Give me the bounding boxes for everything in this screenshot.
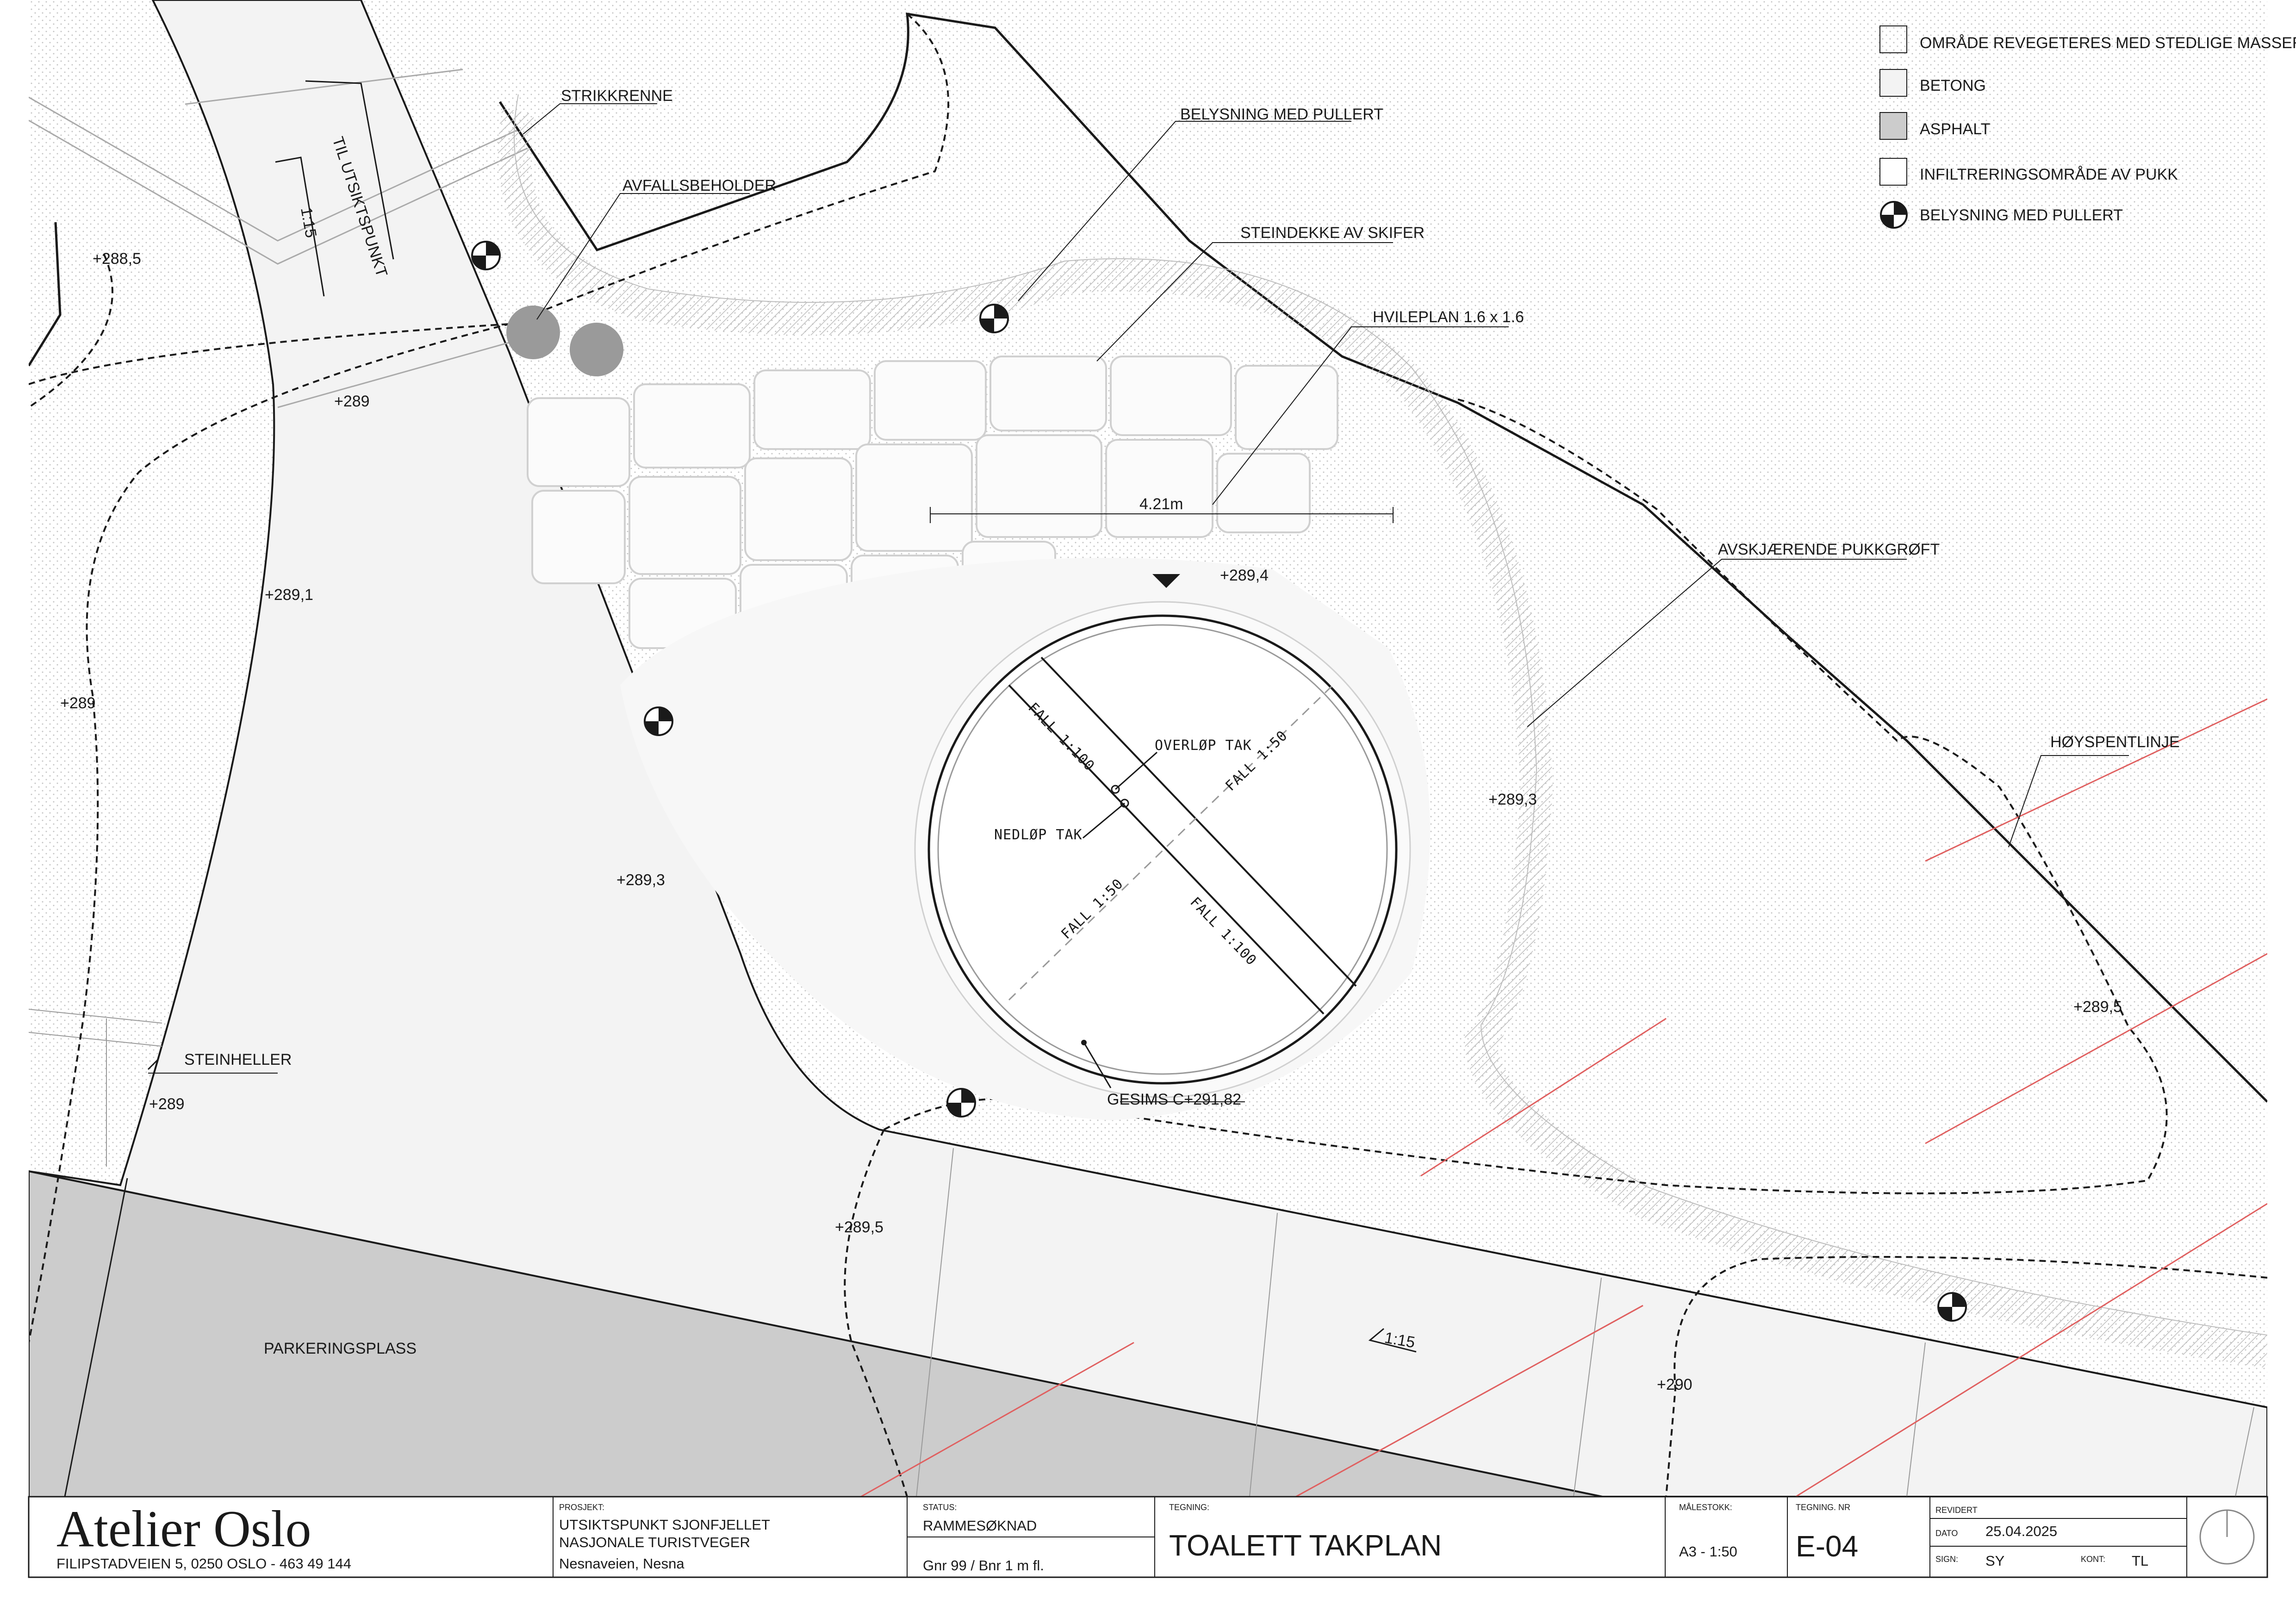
sign-caption: SIGN:: [1935, 1555, 1958, 1564]
status-value: RAMMESØKNAD: [923, 1518, 1037, 1534]
spot-elevation: +288,5: [93, 250, 141, 268]
status-caption: STATUS:: [923, 1503, 957, 1512]
label-strikkrenne: STRIKKRENNE: [561, 87, 673, 105]
toilet-roof: [914, 574, 1411, 1098]
slab-joints: [29, 1009, 2254, 1497]
label-gesims: GESIMS C+291,82: [1107, 1091, 1241, 1108]
prosjekt-caption: PROSJEKT:: [559, 1503, 604, 1512]
dato-value: 25.04.2025: [1985, 1523, 2057, 1539]
label-avfallsbeholder: AVFALLSBEHOLDER: [622, 177, 776, 194]
label-hvileplan: HVILEPLAN 1.6 x 1.6: [1373, 308, 1524, 326]
dashed-grading-line: [29, 13, 2267, 1497]
slope-arrows: [147, 80, 1417, 1353]
bollard-light-icon: [979, 304, 1009, 333]
legend-light-icon: [1880, 201, 1908, 229]
legend-item-label: BETONG: [1920, 77, 1986, 94]
firm-address: FILIPSTADVEIEN 5, 0250 OSLO - 463 49 144: [56, 1555, 351, 1572]
dimension-label: 4.21m: [1139, 495, 1183, 513]
spot-elevation: +290: [1657, 1376, 1692, 1393]
north-arrow: [1152, 574, 1180, 588]
legend-swatch-vegetation: [1879, 25, 1907, 53]
label-steinheller: STEINHELLER: [184, 1051, 292, 1068]
drawing-number: E-04: [1796, 1530, 1858, 1563]
path-to-viewpoint: [29, 69, 528, 408]
legend-item-label: BELYSNING MED PULLERT: [1920, 206, 2123, 224]
revidert-caption: REVIDERT: [1935, 1505, 1978, 1515]
label-steindekke: STEINDEKKE AV SKIFER: [1240, 224, 1425, 242]
spot-elevation: +289: [334, 393, 370, 410]
spot-elevation: +289,3: [616, 871, 665, 889]
asphalt-parking: [29, 1170, 1607, 1497]
prosjekt-line2: NASJONALE TURISTVEGER: [559, 1534, 750, 1550]
title-block: Atelier Oslo FILIPSTADVEIEN 5, 0250 OSLO…: [28, 1496, 2268, 1578]
spot-elevation: +289,5: [2073, 998, 2122, 1016]
waste-bin-icon: [570, 323, 623, 376]
malestokk-value: A3 - 1:50: [1679, 1543, 1737, 1560]
gravel-trench: [498, 108, 2267, 1368]
legend-item-label: INFILTRERINGSOMRÅDE AV PUKK: [1920, 166, 2178, 183]
firm-logo: Atelier Oslo: [56, 1500, 311, 1558]
bollard-light-icon: [471, 241, 501, 270]
label-hoyspentlinje: HØYSPENTLINJE: [2050, 733, 2180, 751]
bollard-light-icon: [946, 1088, 976, 1118]
gnr-bnr: Gnr 99 / Bnr 1 m fl.: [923, 1557, 1044, 1574]
spot-elevation: +289,4: [1220, 567, 1269, 584]
kont-value: TL: [2132, 1553, 2148, 1569]
kont-caption: KONT:: [2081, 1555, 2105, 1564]
legend-item-label: ASPHALT: [1920, 120, 1990, 138]
spot-elevation: +289,1: [265, 586, 313, 604]
legend-swatch-concrete: [1879, 69, 1907, 97]
concrete-walkway: [29, 0, 2267, 1497]
legend-item-label: OMRÅDE REVEGETERES MED STEDLIGE MASSER: [1920, 34, 2296, 52]
label-overlop-tak: OVERLØP TAK: [1155, 737, 1252, 754]
tegning-nr-caption: TEGNING. NR: [1796, 1503, 1850, 1512]
spot-elevation: +289,5: [835, 1218, 884, 1236]
sign-value: SY: [1985, 1553, 2004, 1569]
dimension-line: [930, 507, 1394, 523]
label-belysning: BELYSNING MED PULLERT: [1180, 106, 1383, 123]
legend-swatch-gravel: [1879, 158, 1907, 186]
tegning-caption: TEGNING:: [1169, 1503, 1209, 1512]
prosjekt-line1: UTSIKTSPUNKT SJONFJELLET: [559, 1517, 770, 1533]
bollard-light-icon: [1937, 1292, 1967, 1322]
bollard-light-icon: [644, 706, 673, 736]
label-nedlop-tak: NEDLØP TAK: [994, 827, 1083, 843]
prosjekt-line3: Nesnaveien, Nesna: [559, 1555, 684, 1572]
waste-bin-icon: [506, 306, 560, 359]
malestokk-caption: MÅLESTOKK:: [1679, 1503, 1732, 1512]
drawing-title: TOALETT TAKPLAN: [1169, 1529, 1442, 1562]
leader-lines: [148, 103, 2129, 1102]
power-lines: [860, 698, 2267, 1497]
label-pukkgroft: AVSKJÆRENDE PUKKGRØFT: [1718, 541, 1940, 558]
label-parkeringsplass: PARKERINGSPLASS: [264, 1340, 417, 1357]
legend: OMRÅDE REVEGETERES MED STEDLIGE MASSER B…: [1879, 25, 2296, 229]
legend-swatch-asphalt: [1879, 112, 1907, 140]
spot-elevation: +289,3: [1488, 791, 1537, 808]
spot-elevation: +289: [149, 1095, 185, 1113]
dato-caption: DATO: [1935, 1529, 1958, 1538]
spot-elevation: +289: [60, 694, 96, 712]
